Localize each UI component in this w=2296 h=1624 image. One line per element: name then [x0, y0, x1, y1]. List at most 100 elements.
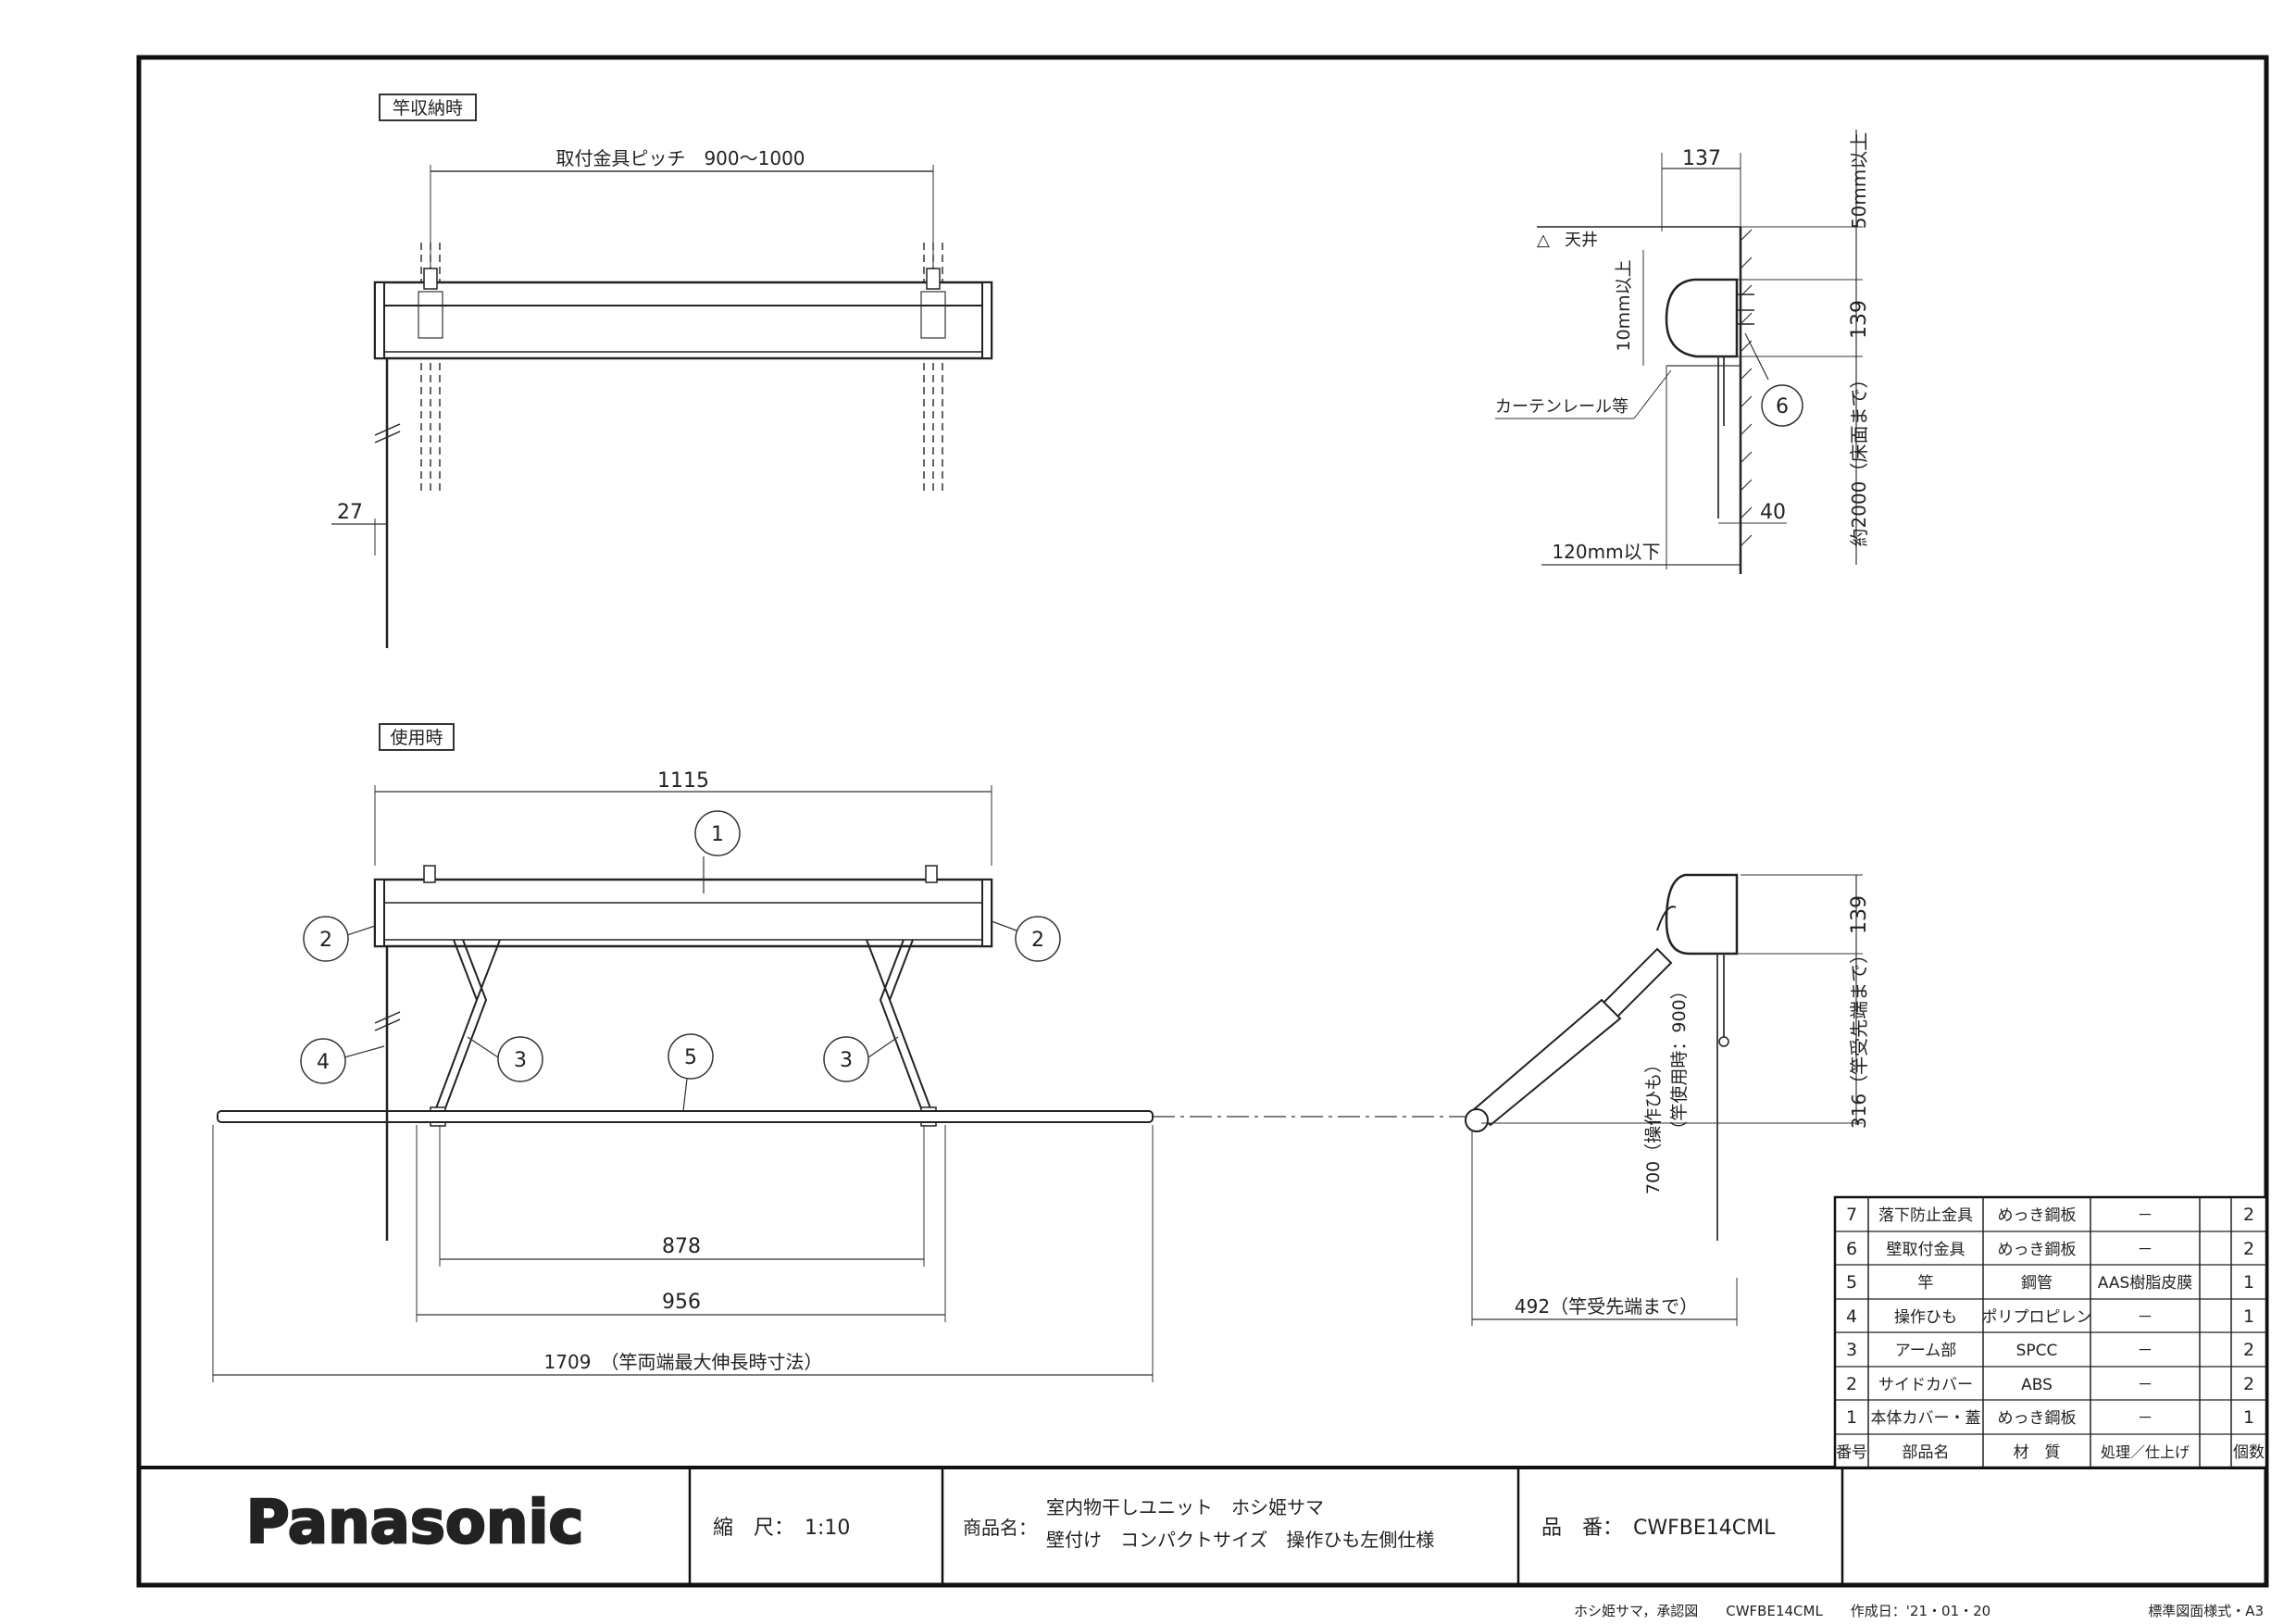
parts-cell: サイドカバー [1878, 1376, 1973, 1394]
footer-format: 標準図面様式・A3 [2148, 1603, 2264, 1619]
balloon-3-left [497, 1036, 543, 1082]
dim-700: 700（操作ひも） [1643, 1056, 1664, 1194]
dim-956: 956 [662, 1291, 701, 1314]
dim-10: 10mm以上 [1614, 259, 1634, 351]
svg-text:5: 5 [684, 1046, 697, 1069]
dim-900: （竿使用時：900） [1669, 981, 1690, 1138]
dim-139-bottom: 139 [1848, 895, 1871, 934]
parts-cell: 2 [2243, 1239, 2254, 1259]
stored-view: 竿収納時 取付金具ピッチ 900～1000 27 [331, 94, 993, 648]
unit-side-stored [1665, 278, 1739, 358]
balloon-1 [694, 810, 741, 856]
parts-cell: ポリプロピレン [1982, 1308, 2092, 1327]
balloon-2-right [1015, 916, 1061, 962]
parts-cell: 5 [1846, 1272, 1857, 1293]
svg-text:6: 6 [1776, 395, 1789, 418]
parts-cell: － [2138, 1376, 2153, 1394]
parts-header-cell: 個数 [2233, 1443, 2265, 1462]
dim-120: 120mm以下 [1552, 541, 1660, 563]
balloon-5 [668, 1033, 714, 1080]
parts-header-cell: 部品名 [1903, 1443, 1950, 1462]
unit-side-in-use [1665, 873, 1739, 956]
parts-cell: － [2138, 1409, 2153, 1428]
parts-cell: めっき鋼板 [1998, 1409, 2077, 1428]
dim-137: 137 [1682, 147, 1721, 170]
parts-cell: － [2138, 1206, 2153, 1225]
parts-cell: 3 [1846, 1340, 1857, 1360]
dim-878: 878 [662, 1235, 701, 1258]
parts-cell: ABS [2021, 1376, 2053, 1394]
pitch-dimension: 取付金具ピッチ 900～1000 [555, 147, 805, 169]
parts-cell: アーム部 [1895, 1342, 1956, 1360]
footer-doc: ホシ姫サマ，承認図 CWFBE14CML 作成日：'21・01・20 [1574, 1603, 1990, 1619]
parts-cell: 1 [2243, 1306, 2254, 1327]
parts-cell: めっき鋼板 [1998, 1206, 2077, 1225]
parts-cell: 操作ひも [1894, 1308, 1957, 1327]
balloon-3-right [823, 1036, 869, 1082]
parts-cell: 7 [1846, 1205, 1857, 1225]
parts-cell: 壁取付金具 [1887, 1241, 1965, 1259]
parts-cell: － [2138, 1308, 2153, 1327]
product-label: 商品名： [963, 1517, 1037, 1539]
unit-body-in-use [373, 878, 993, 948]
svg-text:4: 4 [317, 1051, 330, 1074]
dim-139-top: 139 [1848, 300, 1871, 339]
parts-cell: 6 [1846, 1239, 1857, 1259]
dim-40: 40 [1760, 501, 1786, 524]
in-use-label: 使用時 [390, 728, 443, 748]
unit-body-stored [373, 281, 993, 360]
dim-492: 492（竿受先端まで） [1515, 1295, 1698, 1318]
dim-1115: 1115 [657, 769, 709, 793]
balloon-2-left [303, 916, 349, 962]
balloon-6 [1761, 384, 1803, 427]
svg-text:3: 3 [840, 1049, 853, 1072]
ceiling-label: 天井 [1565, 231, 1598, 250]
parts-cell: 竿 [1918, 1274, 1934, 1293]
parts-cell: 4 [1846, 1306, 1857, 1327]
svg-text:3: 3 [514, 1049, 527, 1072]
side-view-bottom: 139 316（竿受先端まで） 700（操作ひも） （竿使用時：900） 492… [1465, 873, 1871, 1326]
parts-cell: 落下防止金具 [1878, 1206, 1973, 1225]
scale: 縮 尺： 1:10 [713, 1517, 850, 1540]
parts-header-cell: 番号 [1836, 1443, 1867, 1462]
dim-316: 316（竿受先端まで） [1848, 945, 1870, 1129]
parts-cell: 1 [2243, 1272, 2254, 1293]
in-use-view: 使用時 1115 1 [212, 723, 1472, 1382]
parts-cell: SPCC [2016, 1342, 2058, 1360]
title-block: Panasonic 縮 尺： 1:10 商品名： 室内物干しユニット ホシ姫サマ… [244, 1468, 1844, 1585]
svg-text:△: △ [1537, 231, 1550, 250]
parts-cell: 1 [1846, 1407, 1857, 1428]
parts-cell: AAS樹脂皮膜 [2098, 1274, 2193, 1293]
svg-text:1: 1 [711, 823, 724, 846]
parts-cell: － [2138, 1342, 2153, 1360]
parts-header-cell: 材 質 [2014, 1443, 2061, 1462]
product-line-1: 室内物干しユニット ホシ姫サマ [1046, 1496, 1324, 1518]
sheet-border [136, 55, 2269, 1588]
pole [217, 1110, 1154, 1123]
side-view-top: △ 天井 137 50mm以上 139 約2000（床面まで） 10mm以上 カ… [1495, 130, 1871, 574]
curtain-label: カーテンレール等 [1495, 397, 1628, 417]
svg-text:2: 2 [1031, 929, 1044, 952]
panasonic-logo: Panasonic [246, 1489, 584, 1557]
parts-cell: 2 [2243, 1205, 2254, 1225]
svg-text:2: 2 [319, 929, 332, 952]
parts-cell: 1 [2243, 1407, 2254, 1428]
product-line-2: 壁付け コンパクトサイズ 操作ひも左側仕様 [1046, 1529, 1434, 1551]
parts-cell: 2 [1846, 1374, 1857, 1394]
dim-1709: 1709 （竿両端最大伸長時寸法） [544, 1351, 823, 1373]
part-number: 品 番： CWFBE14CML [1541, 1517, 1776, 1540]
parts-cell: めっき鋼板 [1998, 1241, 2077, 1259]
dim-2000: 約2000（床面まで） [1848, 370, 1870, 547]
parts-header-cell: 処理／仕上げ [2101, 1443, 2190, 1461]
dim-50: 50mm以上 [1848, 132, 1870, 229]
parts-cell: 2 [2243, 1374, 2254, 1394]
dim-27: 27 [337, 501, 363, 524]
parts-cell: 鋼管 [2021, 1274, 2053, 1293]
parts-cell: 2 [2243, 1340, 2254, 1360]
balloon-4 [300, 1038, 346, 1084]
stored-view-label: 竿収納時 [393, 98, 463, 119]
parts-cell: － [2138, 1241, 2153, 1259]
parts-cell: 本体カバー・蓋 [1871, 1409, 1981, 1428]
